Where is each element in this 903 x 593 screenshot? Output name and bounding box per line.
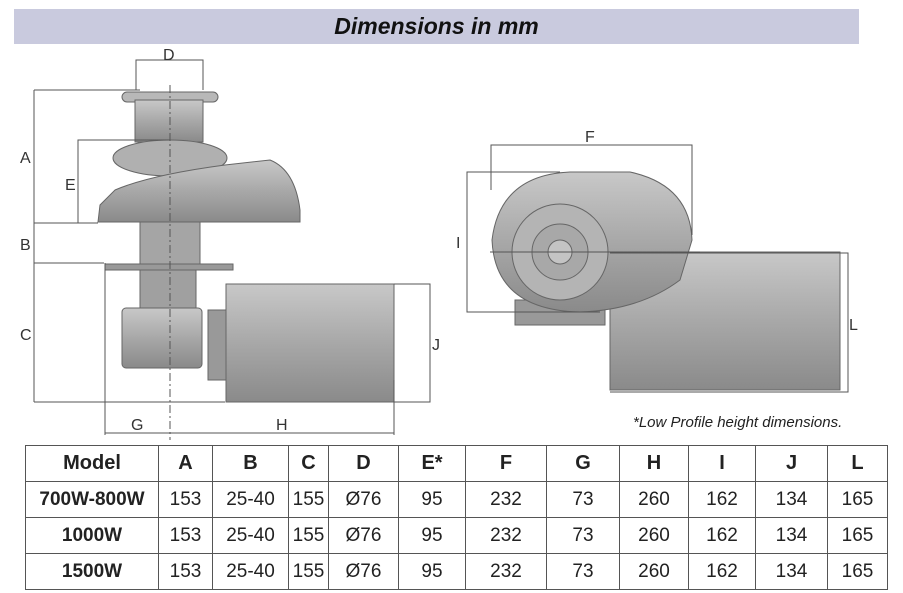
table-cell: 25-40	[212, 517, 289, 554]
table-cell: 260	[619, 517, 689, 554]
table-cell: 165	[827, 517, 888, 554]
table-cell: 155	[288, 553, 329, 590]
table-row: 1500W 153 25-40 155 Ø76 95 232 73 260 16…	[25, 553, 888, 590]
table-cell: 232	[465, 481, 547, 518]
table-cell: 162	[688, 517, 756, 554]
top-view	[491, 171, 841, 391]
table-cell: 232	[465, 553, 547, 590]
model-cell: 700W-800W	[25, 481, 159, 518]
table-cell: 95	[398, 481, 466, 518]
side-view	[97, 91, 395, 403]
table-cell: 73	[546, 517, 620, 554]
title-bar: Dimensions in mm	[14, 9, 859, 44]
table-cell: 95	[398, 517, 466, 554]
header-cell: G	[546, 445, 620, 482]
header-cell: L	[827, 445, 888, 482]
header-cell: I	[688, 445, 756, 482]
model-cell: 1000W	[25, 517, 159, 554]
header-cell: H	[619, 445, 689, 482]
table-cell: 153	[158, 553, 213, 590]
table-cell: 73	[546, 553, 620, 590]
table-cell: 155	[288, 481, 329, 518]
header-cell: F	[465, 445, 547, 482]
label-h: H	[276, 417, 288, 434]
windlass-dimension-drawing: D A E B C J G H F I L	[20, 47, 858, 440]
header-cell: Model	[25, 445, 159, 482]
label-i: I	[456, 235, 460, 252]
table-cell: 153	[158, 481, 213, 518]
table-cell: 134	[755, 481, 828, 518]
label-e: E	[65, 177, 76, 194]
table-header-row: Model A B C D E* F G H I J L	[25, 445, 888, 482]
table-cell: 95	[398, 553, 466, 590]
table-cell: 165	[827, 481, 888, 518]
table-cell: 260	[619, 553, 689, 590]
table-cell: Ø76	[328, 553, 399, 590]
table-cell: 153	[158, 517, 213, 554]
header-cell: E*	[398, 445, 466, 482]
table-cell: 155	[288, 517, 329, 554]
table-cell: 25-40	[212, 553, 289, 590]
dimensions-table: Model A B C D E* F G H I J L 700W-800W 1…	[25, 445, 888, 590]
page-title: Dimensions in mm	[334, 13, 539, 39]
label-g: G	[131, 417, 143, 434]
table-row: 1000W 153 25-40 155 Ø76 95 232 73 260 16…	[25, 517, 888, 554]
header-cell: B	[212, 445, 289, 482]
table-cell: 260	[619, 481, 689, 518]
low-profile-note: *Low Profile height dimensions.	[633, 414, 843, 431]
label-d: D	[163, 47, 175, 64]
label-l: L	[849, 317, 858, 334]
label-f: F	[585, 129, 595, 146]
label-j: J	[432, 337, 440, 354]
table-cell: 134	[755, 517, 828, 554]
model-cell: 1500W	[25, 553, 159, 590]
side-view-dimension-lines	[33, 59, 431, 440]
table-cell: Ø76	[328, 481, 399, 518]
header-cell: C	[288, 445, 329, 482]
table-cell: 232	[465, 517, 547, 554]
table-cell: 134	[755, 553, 828, 590]
table-cell: 162	[688, 553, 756, 590]
label-c: C	[20, 327, 32, 344]
table-cell: 165	[827, 553, 888, 590]
table-cell: 162	[688, 481, 756, 518]
table-cell: 25-40	[212, 481, 289, 518]
header-cell: D	[328, 445, 399, 482]
header-cell: J	[755, 445, 828, 482]
label-b: B	[20, 237, 31, 254]
top-view-dimension-lines	[466, 144, 849, 393]
table-row: 700W-800W 153 25-40 155 Ø76 95 232 73 26…	[25, 481, 888, 518]
label-a: A	[20, 150, 31, 167]
table-cell: 73	[546, 481, 620, 518]
header-cell: A	[158, 445, 213, 482]
table-cell: Ø76	[328, 517, 399, 554]
